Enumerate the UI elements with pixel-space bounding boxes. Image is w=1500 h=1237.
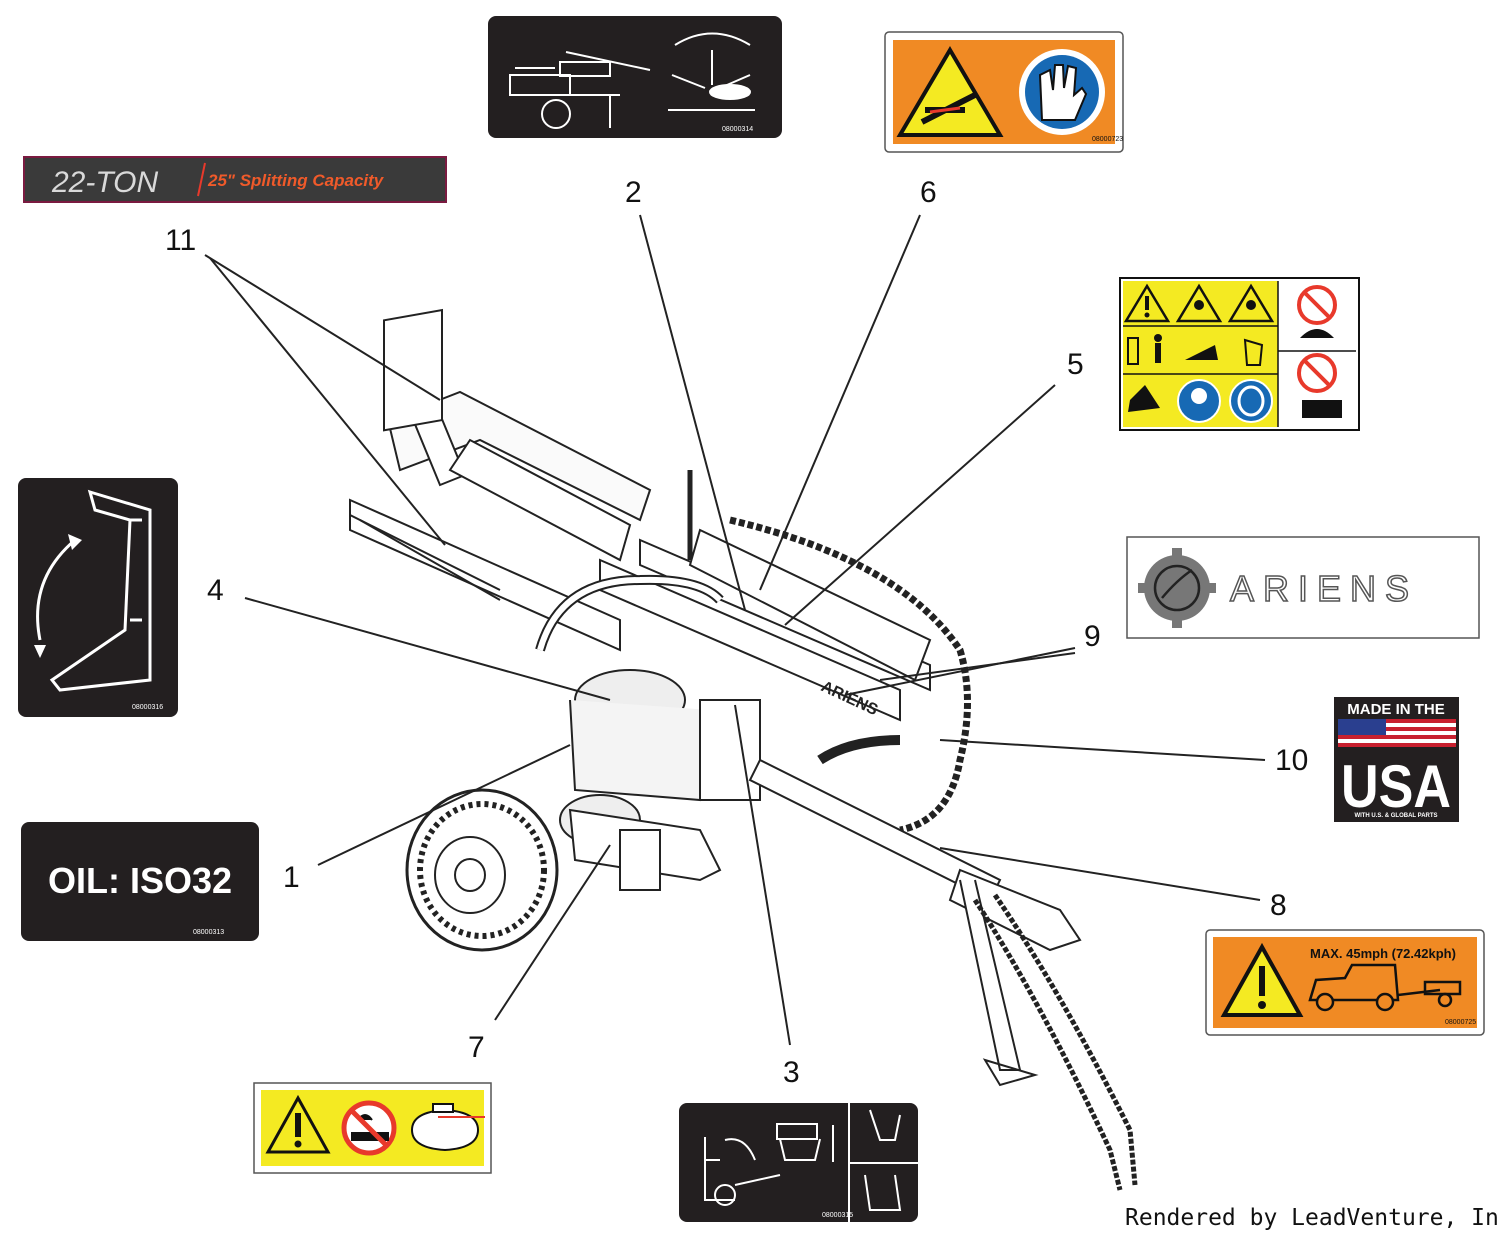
decal-max-tow-speed: MAX. 45mph (72.42kph) 08000725 [1205, 929, 1485, 1036]
callout-5: 5 [1067, 348, 1084, 381]
callout-3: 3 [783, 1056, 800, 1089]
callout-7: 7 [468, 1031, 485, 1064]
callout-8: 8 [1270, 889, 1287, 922]
callout-9: 9 [1084, 620, 1101, 653]
decal-control-operation: 08000315 [679, 1103, 918, 1222]
speed-part-no: 08000725 [1445, 1019, 1476, 1026]
decal-safety-warnings [1119, 277, 1360, 431]
callout-10: 10 [1275, 744, 1308, 777]
decal-made-in-usa: MADE IN THE USA WITH U.S. & GLOBAL PARTS [1334, 697, 1459, 822]
callout-2: 2 [625, 176, 642, 209]
usa-sub-text: WITH U.S. & GLOBAL PARTS [1354, 813, 1437, 819]
usa-big-text: USA [1341, 753, 1451, 820]
callout-4: 4 [207, 574, 224, 607]
decal-2-part-no: 08000314 [722, 126, 753, 133]
callout-1: 1 [283, 861, 300, 894]
oil-part-no: 08000313 [193, 929, 224, 936]
leader-lines [204, 214, 1266, 1046]
brand-name: ARIENS [1230, 568, 1418, 609]
callout-11: 11 [165, 224, 196, 257]
max-speed-text: MAX. 45mph (72.42kph) [1310, 946, 1456, 961]
log-splitter-drawing: ARIENS [349, 308, 1138, 1191]
decal-4-part-no: 08000316 [132, 704, 163, 711]
decal-fuel-warning [253, 1082, 492, 1174]
capacity-text: 25" Splitting Capacity [207, 171, 385, 190]
decal-22-ton: 22-TON 25" Splitting Capacity [23, 156, 447, 203]
decal-6-part-no: 08000723 [1092, 136, 1123, 143]
decal-3-part-no: 08000315 [822, 1212, 853, 1219]
decal-log-lift-arm: 08000316 [18, 478, 178, 717]
render-credit: Rendered by LeadVenture, Inc. [1125, 1205, 1500, 1231]
tonnage-text: 22-TON [51, 166, 158, 199]
decal-pinch-gloves: 08000723 [884, 31, 1124, 153]
decal-oil-iso32: OIL: ISO32 08000313 [21, 822, 259, 941]
oil-text: OIL: ISO32 [48, 860, 232, 901]
decal-ariens-brand: ARIENS [1126, 536, 1480, 639]
usa-top-text: MADE IN THE [1347, 701, 1445, 718]
callout-6: 6 [920, 176, 937, 209]
decal-operation-controls: 08000314 [488, 16, 782, 138]
